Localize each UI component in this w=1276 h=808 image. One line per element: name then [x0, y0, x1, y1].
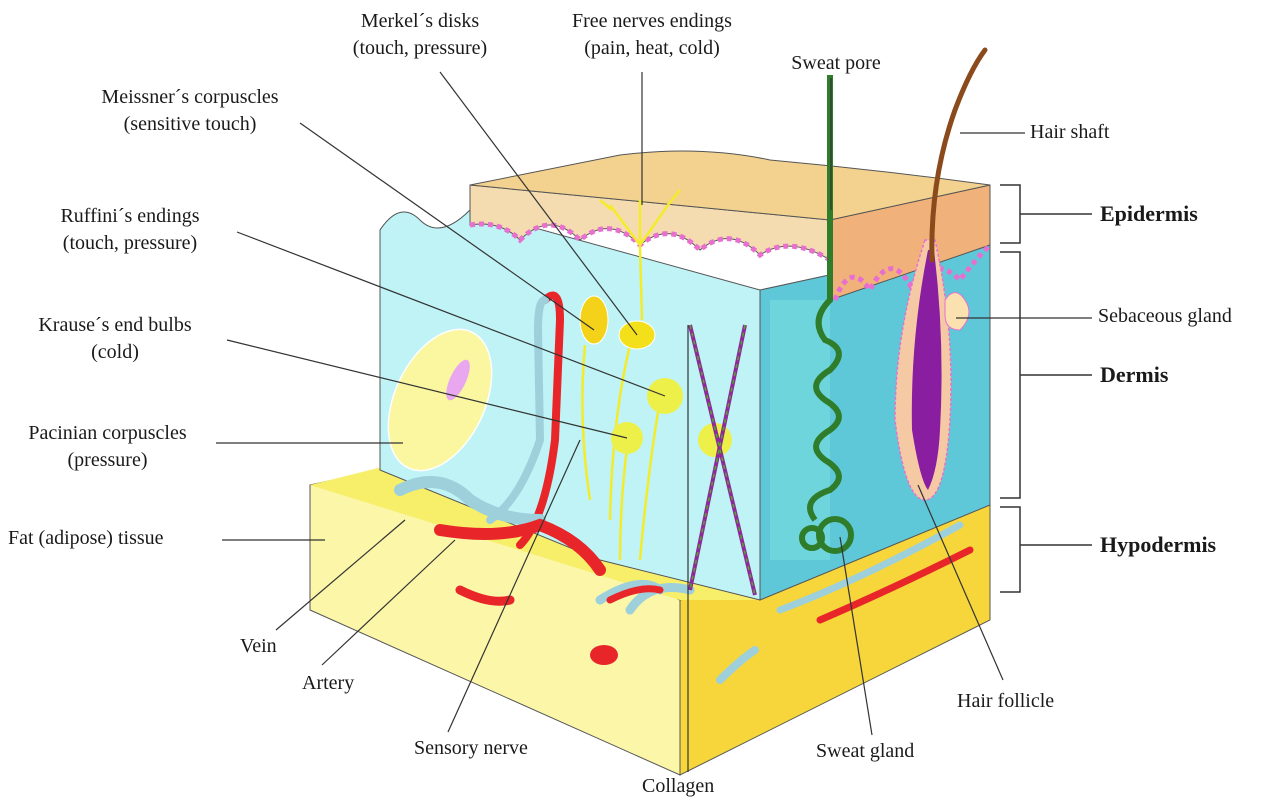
sensory-nerve-fibers: [581, 344, 662, 561]
label-pacinian-corpuscles: Pacinian corpuscles (pressure): [28, 422, 187, 471]
label-collagen: Collagen: [642, 775, 715, 797]
hair-shaft: [929, 47, 988, 263]
layer-label-dermis: Dermis: [1100, 362, 1169, 387]
free-nerve-endings: [599, 189, 681, 321]
label-free-nerve-endings: Free nerves endings (pain, heat, cold): [572, 10, 732, 59]
meissner-corpuscle: [579, 295, 609, 345]
leader-lines: [216, 71, 1092, 772]
label-sensory-nerve: Sensory nerve: [414, 737, 528, 759]
layer-label-epidermis: Epidermis: [1100, 201, 1198, 226]
label-hair-follicle: Hair follicle: [957, 690, 1055, 712]
label-sweat-gland: Sweat gland: [816, 740, 915, 762]
label-artery: Artery: [302, 672, 355, 694]
bracket-hypodermis: [1000, 506, 1092, 593]
label-krause-end-bulbs: Krause´s end bulbs (cold): [38, 314, 192, 363]
label-sebaceous-gland: Sebaceous gland: [1098, 305, 1232, 327]
label-meissner-corpuscles: Meissner´s corpuscles (sensitive touch): [101, 86, 279, 135]
sweat-gland-duct: [807, 75, 842, 522]
label-fat-tissue: Fat (adipose) tissue: [8, 527, 164, 549]
bracket-dermis: [1000, 251, 1092, 499]
hair-follicle: [911, 250, 942, 490]
bracket-epidermis: [1000, 184, 1092, 244]
vein-vessel: [486, 296, 549, 524]
label-hair-shaft: Hair shaft: [1030, 121, 1110, 143]
label-sweat-pore: Sweat pore: [791, 52, 881, 74]
layer-label-hypodermis: Hypodermis: [1100, 532, 1217, 557]
sebaceous-gland: [944, 292, 970, 331]
label-vein: Vein: [240, 635, 277, 657]
label-ruffini-endings: Ruffini´s endings (touch, pressure): [60, 205, 200, 254]
epidermis-top: [469, 150, 991, 221]
label-merkel-disks: Merkel´s disks (touch, pressure): [352, 10, 488, 59]
